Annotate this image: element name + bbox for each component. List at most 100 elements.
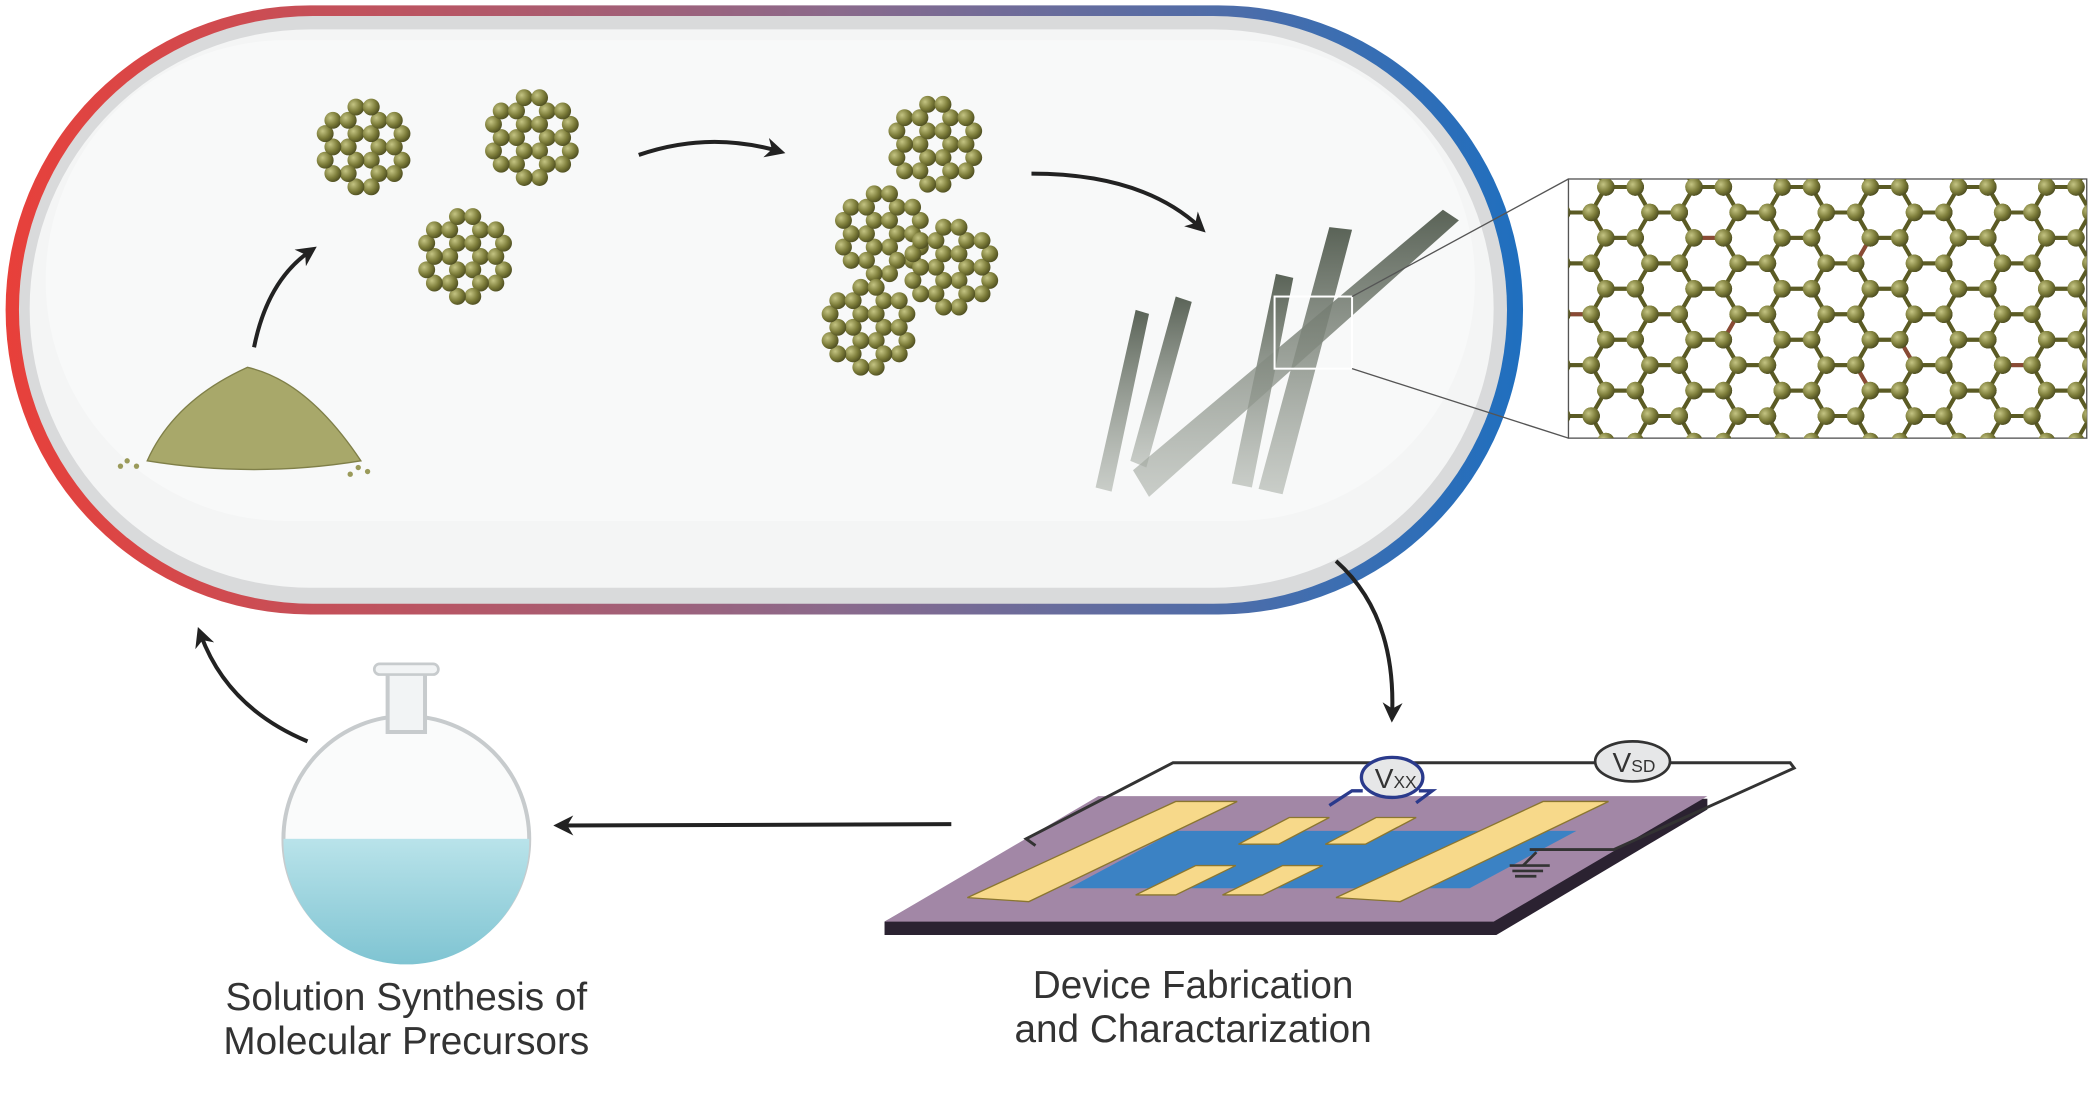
bond [1547, 467, 1562, 492]
atom [957, 135, 975, 153]
atom [829, 318, 847, 336]
atom [844, 292, 862, 310]
atom [2023, 356, 2041, 374]
atom [935, 245, 953, 263]
atom [1993, 203, 2012, 222]
atom [1759, 153, 1776, 170]
atom [1949, 178, 1968, 196]
bond [1503, 442, 1518, 467]
atom [1803, 484, 1820, 501]
arrow-device-to-synthesis [553, 815, 952, 836]
atom [858, 198, 875, 216]
atom [1597, 229, 1615, 247]
atom [1685, 280, 1703, 298]
atom [935, 298, 953, 316]
atom [1994, 102, 2011, 119]
atom [1729, 102, 1746, 119]
atom [561, 115, 579, 133]
atom [935, 218, 953, 236]
atom [485, 142, 502, 160]
atom [487, 221, 505, 239]
atom [1582, 254, 1600, 273]
atom [904, 272, 922, 289]
bond [1767, 467, 1782, 492]
atom [1729, 407, 1747, 425]
atom [538, 155, 556, 173]
molecule-cluster [835, 185, 929, 283]
atom [1994, 153, 2011, 170]
atom [1597, 484, 1614, 501]
atom [1729, 458, 1746, 475]
atom [1891, 381, 1909, 400]
atom [1671, 102, 1688, 119]
atom [1979, 331, 1997, 349]
molecule-cluster [316, 98, 411, 196]
atom [1935, 254, 1953, 273]
atom [1818, 458, 1835, 475]
atom [316, 125, 334, 143]
atom [1714, 280, 1733, 298]
atom [1597, 127, 1614, 144]
atom [1891, 280, 1909, 298]
atom [441, 248, 459, 265]
atom [487, 248, 505, 265]
atom [1773, 229, 1791, 247]
atom [492, 155, 510, 173]
atom [1862, 127, 1879, 144]
atom [865, 212, 883, 229]
atom [362, 178, 380, 196]
atom [2037, 381, 2056, 400]
atom [441, 221, 459, 239]
atom [1641, 254, 1659, 273]
bond [1812, 442, 1827, 467]
atom [919, 149, 937, 167]
atom [1538, 280, 1555, 297]
atom [1905, 203, 1924, 222]
atom [2067, 127, 2084, 144]
atom [1818, 153, 1835, 170]
bond [1547, 238, 1562, 263]
bond [1547, 289, 1562, 314]
atom [1803, 127, 1820, 144]
atom [821, 332, 839, 350]
atom [1935, 153, 1952, 170]
atom [1846, 356, 1865, 374]
atom [1568, 410, 1571, 422]
atom [2023, 153, 2040, 170]
atom [1862, 432, 1879, 439]
atom [347, 98, 365, 116]
atom [1905, 305, 1924, 323]
bond [1944, 442, 1959, 467]
atom [1774, 432, 1791, 439]
atom [927, 285, 945, 303]
atom [1935, 305, 1953, 323]
atom [2082, 408, 2087, 424]
atom [1817, 356, 1835, 374]
vxx-voltmeter: VXX [1359, 755, 1425, 800]
atom [1935, 356, 1953, 374]
atom [1759, 153, 1776, 170]
atom [1847, 458, 1864, 475]
atom [515, 169, 533, 186]
atom [1802, 280, 1821, 298]
bond [1988, 442, 2003, 467]
atom [1993, 407, 2012, 425]
atom [1817, 254, 1835, 273]
atom [934, 95, 952, 113]
atom [1935, 458, 1952, 475]
bond [1767, 442, 1782, 467]
atom [973, 232, 991, 249]
atom [1685, 381, 1703, 400]
atom [1538, 331, 1555, 348]
atom [362, 125, 380, 143]
atom [1626, 381, 1644, 400]
atom [2023, 458, 2040, 475]
atom [904, 198, 922, 216]
atom [981, 245, 999, 263]
atom [339, 111, 357, 129]
atom [472, 274, 489, 292]
atom [472, 221, 489, 239]
bond [1767, 136, 1782, 161]
atom [1685, 127, 1702, 144]
bond [2076, 136, 2091, 161]
